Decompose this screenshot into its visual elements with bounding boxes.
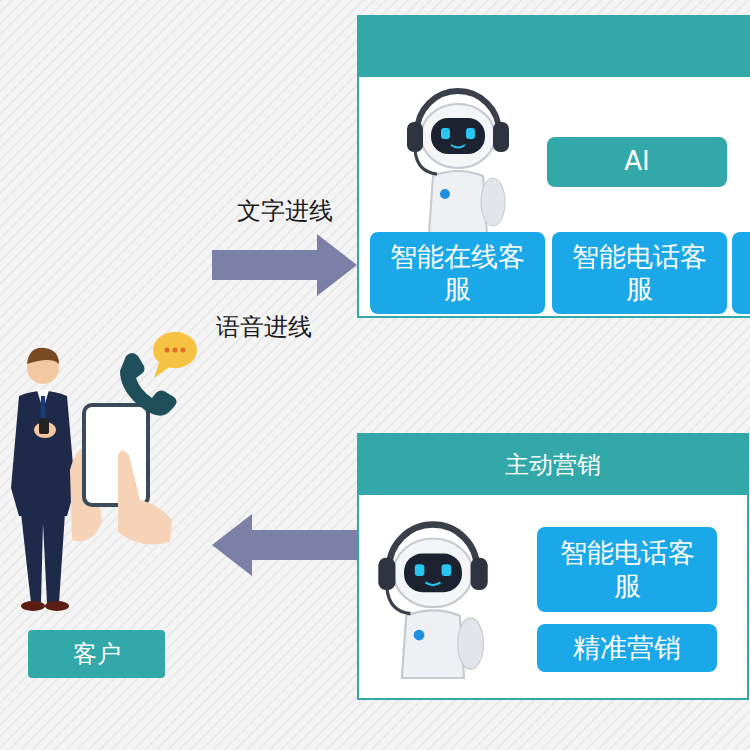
panel-box: AI 智能在线客服智能电话客服 [357, 15, 750, 318]
speech-bubble [153, 332, 197, 378]
shoe [45, 601, 69, 611]
legs [21, 513, 65, 603]
robot-icon [374, 505, 492, 690]
flow-arrow [212, 514, 357, 576]
dot [165, 348, 170, 353]
service-box: 智能电话客服 [537, 527, 717, 612]
service-box: 精准营销 [537, 624, 717, 672]
dot [173, 348, 178, 353]
edge-label: 文字进线 [237, 197, 333, 226]
node-text: 智能电话客服 [547, 537, 707, 602]
service-box: AI [547, 137, 727, 187]
robot-icon [407, 91, 509, 234]
suit [11, 391, 75, 516]
node-text: 精准营销 [573, 632, 681, 664]
panel-box: 主动营销智能电话客服精准营销 [357, 433, 749, 700]
shoe [21, 601, 45, 611]
flow-arrow [212, 234, 357, 296]
node-text: 客户 [73, 640, 121, 669]
panel-header [359, 17, 750, 77]
node-text: 主动营销 [505, 451, 601, 480]
node-text: AI [624, 146, 649, 177]
cut-box [732, 232, 750, 314]
phone [39, 418, 49, 434]
robot-icon [378, 525, 487, 678]
hand-phone [70, 405, 172, 544]
phone-screen [84, 405, 148, 505]
panel-header: 主动营销 [359, 435, 747, 495]
node-text: 智能电话客服 [562, 241, 717, 306]
hair [27, 348, 59, 364]
dot [181, 348, 186, 353]
customer-figure [11, 348, 75, 611]
flow-label: 语音进线 [216, 313, 312, 342]
service-box: 智能在线客服 [370, 232, 545, 314]
node-text: 智能在线客服 [380, 241, 535, 306]
bubble [153, 332, 197, 368]
actor-badge: 客户 [28, 630, 165, 678]
finger [118, 451, 172, 545]
robot-icon [403, 84, 513, 234]
customer-region: 客户 [0, 225, 212, 690]
service-box: 智能电话客服 [552, 232, 727, 314]
